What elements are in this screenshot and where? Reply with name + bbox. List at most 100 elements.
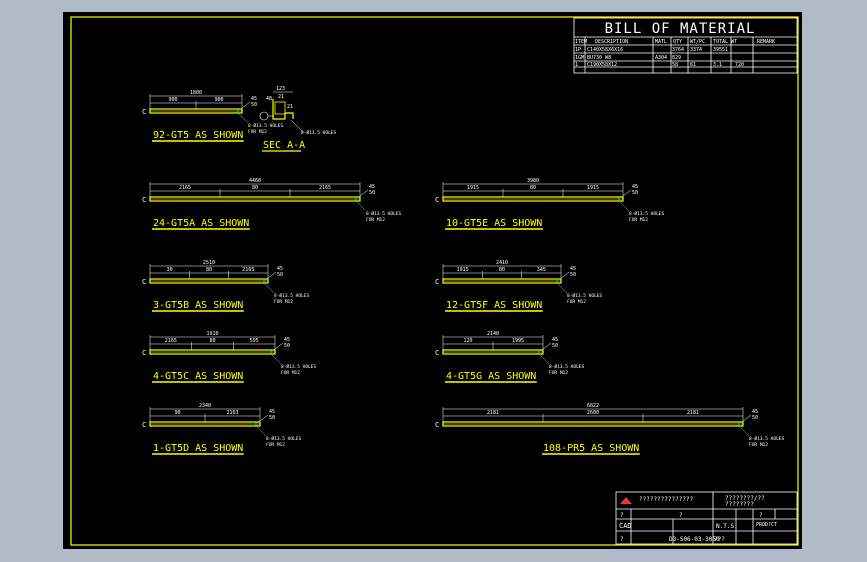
revision: ??? xyxy=(714,536,725,543)
svg-text:1GM: 1GM xyxy=(575,55,584,61)
bill-of-material xyxy=(573,17,798,74)
segment-dim: 80 xyxy=(209,338,215,344)
hole-note-for: FOR M12 xyxy=(274,299,293,305)
bom-header-remark: REMARK xyxy=(757,39,775,45)
hole-leader xyxy=(270,353,282,365)
hole-leader xyxy=(538,353,550,365)
segment-dim: 1915 xyxy=(467,185,479,191)
end-dim: 45 xyxy=(369,184,375,190)
hole-note-for: FOR M12 xyxy=(749,442,768,448)
product-label: PROD?CT xyxy=(756,522,777,528)
tb-q1: ? xyxy=(620,512,624,519)
section-a-a: 123 48 21 21 8-Ø13.5 HOLES SEC A-A xyxy=(259,86,337,152)
member-title: 4-GT5C AS SHOWN xyxy=(153,371,243,382)
end-dim: 50 xyxy=(552,343,558,349)
end-mark: C xyxy=(435,278,439,286)
overall-dim: 2510 xyxy=(203,260,215,266)
bom-header-item: ITEM xyxy=(575,39,587,45)
scale-label: N.T.S xyxy=(716,523,734,530)
hole-note: 8-Ø13.5 HOLES xyxy=(366,210,402,217)
overall-dim: 2410 xyxy=(496,260,508,266)
member-title: 10-GT5E AS SHOWN xyxy=(446,218,542,229)
drawing-title-2: ???????? xyxy=(725,501,754,508)
overall-dim: 1910 xyxy=(206,331,218,337)
hole-note-for: FOR M12 xyxy=(248,129,267,135)
section-item-balloon xyxy=(259,111,269,121)
bom-title: BILL OF MATERIAL xyxy=(605,21,756,37)
end-dim: 45 xyxy=(277,266,283,272)
segment-dim: 1995 xyxy=(512,338,524,344)
end-dim: 45 xyxy=(251,96,257,102)
section-dim-width: 123 xyxy=(276,86,285,92)
svg-text:BU730 W8: BU730 W8 xyxy=(587,55,611,61)
overall-dim: 4460 xyxy=(249,178,261,184)
bom-header-description: DESCRIPTION xyxy=(595,39,628,45)
segment-dim: 2165 xyxy=(242,267,254,273)
end-dim: 45 xyxy=(570,266,576,272)
end-dim: 50 xyxy=(369,190,375,196)
end-dim: 45 xyxy=(632,184,638,190)
segment-dim: 90 xyxy=(174,410,180,416)
end-dim: 50 xyxy=(752,415,758,421)
member-title: 24-GT5A AS SHOWN xyxy=(153,218,249,229)
hole-note: 8-Ø13.5 HOLES xyxy=(567,292,603,299)
hole-note-for: FOR M12 xyxy=(549,370,568,376)
segment-dim: 595 xyxy=(250,338,259,344)
segment-dim: 1915 xyxy=(587,185,599,191)
svg-text:58: 58 xyxy=(672,62,678,68)
member-title: 108-PR5 AS SHOWN xyxy=(543,443,639,454)
end-mark: C xyxy=(142,108,146,116)
end-dim: 45 xyxy=(284,337,290,343)
section-dim-3: 21 xyxy=(287,104,293,110)
hole-note-for: FOR M12 xyxy=(567,299,586,305)
hole-note: 8-Ø13.5 HOLES xyxy=(248,122,284,129)
section-hole-note: 8-Ø13.5 HOLES xyxy=(301,129,337,136)
section-title: SEC A-A xyxy=(263,140,305,151)
segment-dim: 80 xyxy=(499,267,505,273)
end-mark: C xyxy=(142,349,146,357)
segment-dim: 345 xyxy=(537,267,546,273)
segment-dim: 2181 xyxy=(487,410,499,416)
segment-dim: 900 xyxy=(214,97,223,103)
segment-dim: 2600 xyxy=(587,410,599,416)
segment-dim: 2181 xyxy=(687,410,699,416)
segment-dim: 80 xyxy=(206,267,212,273)
bom-header-qty: QTY xyxy=(673,39,682,45)
bom-header-matl: MATL xyxy=(655,39,667,45)
bom-rows: 1P C140X58X6X16 3764 3374 39551 1GM BU73… xyxy=(575,47,744,68)
segment-dim: 120 xyxy=(463,338,472,344)
hole-leader xyxy=(263,282,275,294)
hole-note: 8-Ø13.5 HOLES xyxy=(629,210,665,217)
hole-note: 8-Ø13.5 HOLES xyxy=(749,435,785,442)
member-title: 92-GT5 AS SHOWN xyxy=(153,130,243,141)
hole-note-for: FOR M12 xyxy=(281,370,300,376)
drawing-title: ????????/?? xyxy=(725,495,765,502)
end-dim: 50 xyxy=(570,272,576,278)
end-dim: 50 xyxy=(269,415,275,421)
svg-text:3374: 3374 xyxy=(690,47,702,53)
section-dim-1: 48 xyxy=(266,96,272,102)
end-mark: C xyxy=(142,278,146,286)
hole-leader xyxy=(255,425,267,437)
hole-note: 8-Ø13.5 HOLES xyxy=(266,435,302,442)
title-block xyxy=(615,491,798,545)
hole-leader xyxy=(237,112,249,124)
hole-note: 8-Ø13.5 HOLES xyxy=(274,292,310,299)
end-dim: 50 xyxy=(284,343,290,349)
svg-text:720: 720 xyxy=(735,62,744,68)
overall-dim: 2140 xyxy=(487,331,499,337)
cad-drawing: BILL OF MATERIAL ITEM DESCRIPTION MATL Q… xyxy=(70,16,799,546)
tb-q2: ? xyxy=(679,512,683,519)
tb-q4: ? xyxy=(620,536,624,543)
hole-leader xyxy=(738,425,750,437)
svg-text:3764: 3764 xyxy=(672,47,684,53)
hole-leader xyxy=(618,200,630,212)
overall-dim: 6822 xyxy=(587,403,599,409)
